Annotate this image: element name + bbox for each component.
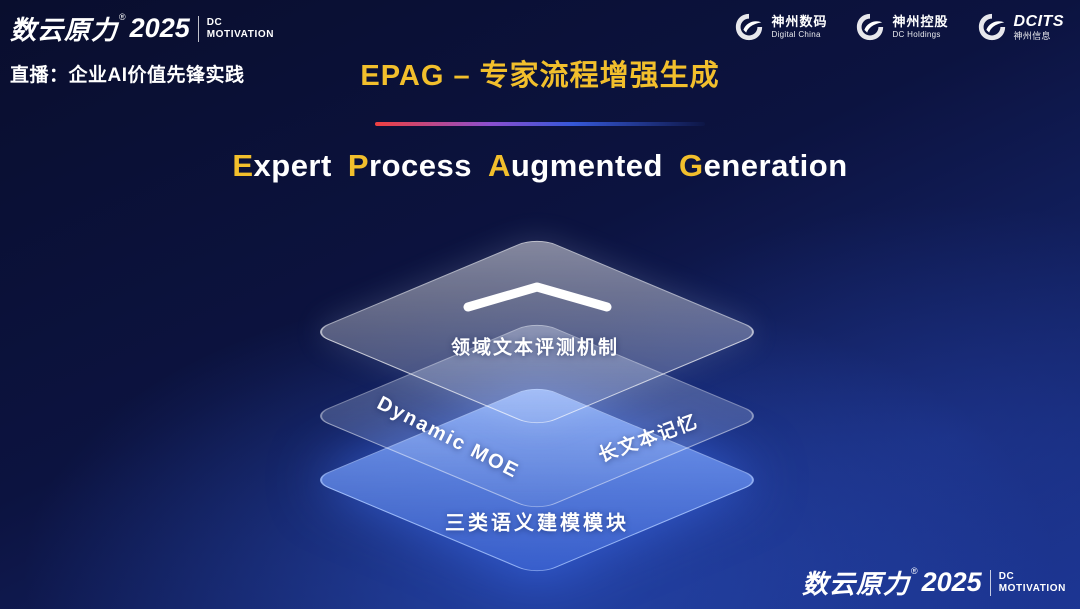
english-word-expert: Expert	[232, 148, 332, 183]
dcits-swoosh-icon	[977, 12, 1007, 42]
partner-subtitle: DC Holdings	[892, 29, 941, 39]
partner-logo-dc-holdings: 神州控股 DC Holdings	[855, 12, 948, 42]
brand-registered-mark: ®	[119, 12, 126, 22]
brand-tagline: DC MOTIVATION	[207, 17, 274, 40]
english-word-process: Process	[347, 148, 472, 183]
brand-tag-top: DC	[998, 571, 1015, 582]
brand-divider	[989, 569, 991, 596]
brand-tag-bottom: MOTIVATION	[998, 582, 1066, 594]
title-gradient-line	[375, 122, 705, 126]
partner-subtitle: 神州信息	[1013, 31, 1051, 42]
brand-year: 2025	[129, 13, 190, 43]
label-bottom-layer: 三类语义建模模块	[445, 512, 629, 535]
brand-year: 2025	[921, 567, 982, 597]
english-word-augmented: Augmented	[487, 148, 663, 183]
chevron-up-icon	[463, 282, 612, 312]
partner-subtitle: Digital China	[771, 29, 821, 39]
dc-holdings-swoosh-icon	[855, 12, 885, 42]
partner-text: 神州数码 Digital China	[771, 13, 828, 39]
partner-text: DCITS 神州信息	[1014, 13, 1065, 42]
partner-logo-dcits: DCITS 神州信息	[977, 12, 1065, 42]
brand-name: 数云原力	[801, 569, 910, 599]
brand-logo-top: 数云原力 ® 2025 DC MOTIVATION	[10, 10, 274, 47]
english-word-generation: Generation	[679, 148, 848, 183]
partner-name: 神州数码	[771, 13, 828, 29]
partner-name: 神州控股	[892, 13, 949, 29]
partner-logo-digital-china: 神州数码 Digital China	[734, 12, 827, 42]
brand-registered-mark: ®	[910, 566, 918, 576]
english-subtitle: Expert Process Augmented Generation	[0, 148, 1080, 184]
brand-tagline: DC MOTIVATION	[999, 571, 1066, 594]
brand-logo-bottom: 数云原力 ® 2025 DC MOTIVATION	[802, 564, 1066, 601]
brand-divider	[197, 15, 199, 42]
partner-text: 神州控股 DC Holdings	[892, 13, 949, 39]
brand-tag-top: DC	[206, 17, 223, 28]
brand-tag-bottom: MOTIVATION	[206, 28, 275, 40]
digital-china-swoosh-icon	[734, 12, 764, 42]
live-session-title: 直播：企业AI价值先锋实践	[10, 65, 245, 86]
brand-name: 数云原力	[10, 15, 119, 45]
label-top-layer: 领域文本评测机制	[450, 337, 620, 359]
page-title: EPAG – 专家流程增强生成	[360, 60, 720, 92]
partner-name: DCITS	[1013, 12, 1064, 30]
partner-logos: 神州数码 Digital China 神州控股 DC Holdings DCIT…	[734, 12, 1064, 42]
